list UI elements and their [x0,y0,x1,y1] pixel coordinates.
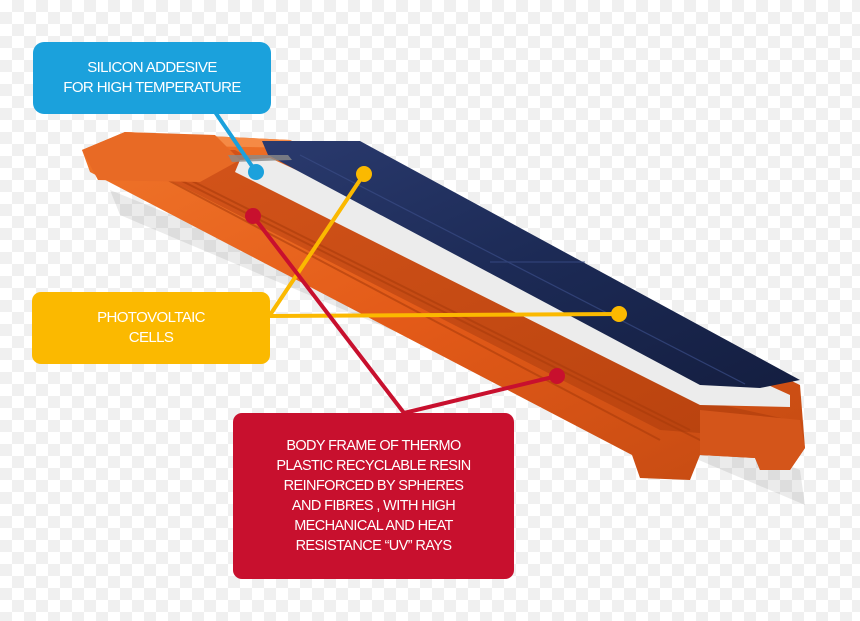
photovoltaic-panel [262,141,800,388]
silicon-adhesive-callout: SILICON ADDESIVE FOR HIGH TEMPERATURE [33,42,271,114]
frame-left-end [82,132,240,182]
frame-right-end [700,410,805,470]
body-frame-callout: BODY FRAME OF THERMO PLASTIC RECYCLABLE … [233,413,514,579]
frame-ribs [129,159,721,451]
panel-cell-lines [299,154,746,385]
body-leader-line-right [402,374,559,415]
photovoltaic-cells-callout: PHOTOVOLTAIC CELLS [32,292,270,364]
silicon-leader-line [211,107,258,174]
pv-marker-lower [611,306,627,322]
silicon-marker [248,164,264,180]
pv-leader-line-lower [268,312,621,318]
body-marker-right [549,368,565,384]
pv-marker-upper [356,166,372,182]
body-marker-left [245,208,261,224]
pv-leader-line-upper [268,172,366,317]
body-leader-line-left [251,214,406,415]
